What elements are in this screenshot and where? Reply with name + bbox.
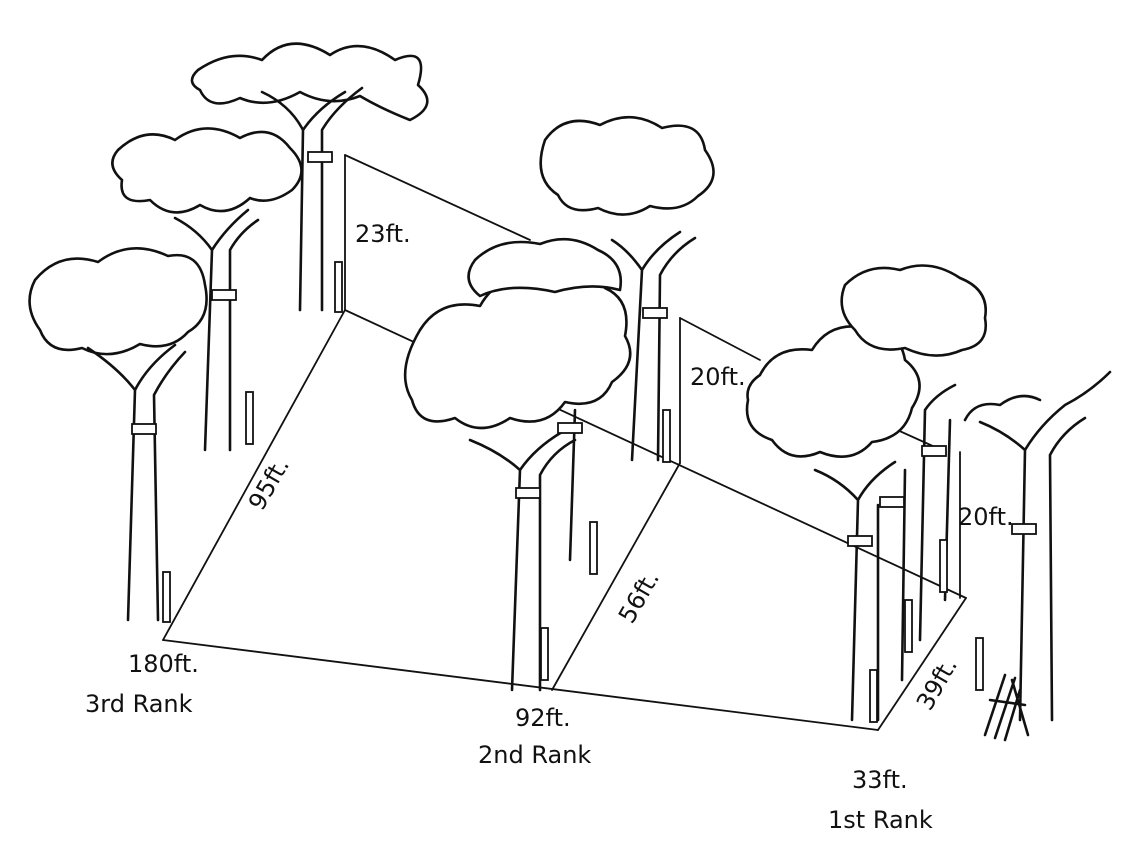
- tree-right-cluster: [747, 266, 986, 721]
- sensor-post-icon: [905, 600, 912, 652]
- sensor-posts: [132, 152, 1036, 740]
- tree-center-front: [405, 239, 630, 690]
- sensor-box-icon: [132, 424, 156, 434]
- rank-markers: 180ft. 3rd Rank 92ft. 2nd Rank 33ft. 1st…: [85, 650, 933, 834]
- rank1-rank-label: 1st Rank: [828, 806, 933, 834]
- rank3-distance-label: 180ft.: [128, 650, 199, 678]
- sensor-box-icon: [516, 488, 540, 498]
- rank1-height-label: 20ft.: [958, 503, 1014, 531]
- sensor-box-icon: [1012, 524, 1036, 534]
- sensor-post-icon: [870, 670, 877, 722]
- sensor-post-icon: [246, 392, 253, 444]
- rear-upper-line-2: [680, 318, 760, 360]
- sensor-box-icon: [212, 290, 236, 300]
- sensor-post-icon: [163, 572, 170, 622]
- sensor-box-icon: [643, 308, 667, 318]
- sensor-post-icon: [663, 410, 670, 462]
- sensor-box-icon: [308, 152, 332, 162]
- sensor-post-icon: [590, 522, 597, 574]
- rank3-depth-line: [163, 310, 345, 640]
- sensor-box-icon: [880, 497, 904, 507]
- sensor-post-icon: [976, 638, 983, 690]
- rank2-height-label: 20ft.: [690, 363, 746, 391]
- rank2-distance-label: 92ft.: [515, 704, 571, 732]
- rank3-height-label: 23ft.: [355, 220, 411, 248]
- sensor-box-icon: [922, 446, 946, 456]
- rank3-spacing-label: 95ft.: [243, 453, 295, 515]
- sensor-box-icon: [848, 536, 872, 546]
- sensor-box-icon: [558, 423, 582, 433]
- sensor-post-icon: [940, 540, 947, 592]
- tree-front-left: [30, 248, 207, 620]
- rank2-rank-label: 2nd Rank: [478, 741, 591, 769]
- tree-far-right: [965, 372, 1110, 720]
- rank1-spacing-label: 39ft.: [911, 653, 963, 715]
- sensor-post-icon: [335, 262, 342, 312]
- rank1-distance-label: 33ft.: [852, 766, 908, 794]
- rank2-spacing-label: 56ft.: [613, 566, 665, 628]
- sensor-post-icon: [541, 628, 548, 680]
- rank3-rank-label: 3rd Rank: [85, 690, 193, 718]
